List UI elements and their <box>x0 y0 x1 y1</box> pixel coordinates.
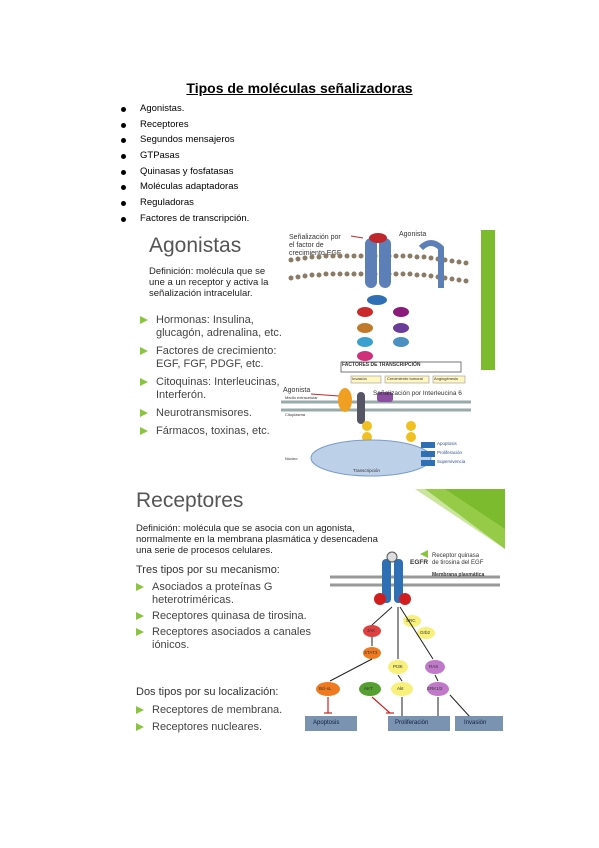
node-ras: RAS <box>429 664 439 669</box>
node-pi3k: PI3K <box>393 664 403 669</box>
green-accent-bar <box>481 230 495 370</box>
definition-line: normalmente en la membrana plasmática y … <box>136 534 378 545</box>
list-item: Fármacos, toxinas, etc. <box>140 425 282 438</box>
triangle-bullet-icon <box>136 628 144 636</box>
list-item: GTPasas <box>120 148 249 164</box>
list-item: Factores de crecimiento:EGF, FGF, PDGF, … <box>140 345 282 371</box>
triangle-bullet-icon <box>140 427 148 435</box>
outcome-proliferacion: Proliferación <box>395 720 429 726</box>
membrana-label: Membrana plasmática <box>432 572 485 578</box>
list-item: Agonistas. <box>120 101 249 117</box>
triangle-bullet-icon <box>136 723 144 731</box>
list-item: Receptores nucleares. <box>136 721 282 734</box>
agonista-label: Agonista <box>399 231 427 238</box>
node-akt: Akt <box>397 686 404 691</box>
definition-line: Definición: molécula que se <box>149 266 266 277</box>
nucleo-label: Núcleo <box>285 456 298 461</box>
list-item: Factores de transcripción. <box>120 211 249 227</box>
definition-line: Definición: molécula que se asocia con u… <box>136 523 355 534</box>
list-item: Citoquinas: Interleucinas,Interferón. <box>140 376 282 402</box>
outcome-apoptosis: Apoptosis <box>437 441 457 446</box>
green-corner-decoration <box>415 489 505 549</box>
node-grb2: Grb2 <box>420 630 431 635</box>
node-erk: ERK1/2 <box>427 686 443 691</box>
medio-label: Medio extracelular <box>285 395 318 400</box>
outcome-invasion: Invasión <box>464 720 487 726</box>
factores-label: FACTORES DE TRANSCRIPCIÓN <box>342 362 421 368</box>
mechanism-title: Tres tipos por su mecanismo: <box>136 564 280 576</box>
node-akt-green: AKT <box>364 686 373 691</box>
triangle-bullet-icon <box>136 706 144 714</box>
definition-line: une a un receptor y activa la <box>149 277 269 288</box>
box-angiogenesis: Angiogénesis <box>434 376 459 381</box>
location-title: Dos tipos por su localización: <box>136 686 279 698</box>
slide-agonistas: Agonistas Definición: molécula que se un… <box>131 230 495 481</box>
box-invasion: Invasión <box>352 376 367 381</box>
list-item: Moléculas adaptadoras <box>120 179 249 195</box>
node-bclxl: Bcl-xL <box>319 686 332 691</box>
slide-title: Receptores <box>136 489 244 512</box>
list-item: Segundos mensajeros <box>120 132 249 148</box>
list-item: Receptores <box>120 117 249 133</box>
triangle-bullet-icon <box>136 612 144 620</box>
egfr-label: EGFR <box>410 559 429 566</box>
node-src: SRC <box>406 618 416 623</box>
list-item: Hormonas: Insulina,glucagón, adrenalina,… <box>140 314 282 340</box>
outcome-proliferacion: Proliferación <box>437 450 463 455</box>
box-crecimiento: Crecimiento tumoral <box>387 376 423 381</box>
node-stat3: STAT3 <box>364 650 378 655</box>
outcome-supervivencia: Supervivencia <box>437 459 466 464</box>
definition-line: una serie de procesos celulares. <box>136 545 273 556</box>
receptor-label: Receptor quinasa de tirosina del EGF <box>432 553 484 566</box>
triangle-bullet-icon <box>136 583 144 591</box>
triangle-bullet-icon <box>140 409 148 417</box>
slide-receptores: Receptores Definición: molécula que se a… <box>130 489 505 743</box>
bullet-list: Agonistas. Receptores Segundos mensajero… <box>120 101 249 227</box>
agonist-list: Hormonas: Insulina,glucagón, adrenalina,… <box>140 314 282 438</box>
slide-title: Agonistas <box>149 234 242 257</box>
location-list: Receptores de membrana. Receptores nucle… <box>136 704 282 734</box>
receptor-pathway-diagram <box>305 550 503 731</box>
list-item: Neurotransmisores. <box>140 407 282 420</box>
il6-title: Señalización por Interleucina 6 <box>373 390 462 397</box>
triangle-bullet-icon <box>140 378 148 386</box>
transcripcion-label: Transcripción <box>353 468 380 473</box>
citoplasma-label: Citoplasma <box>285 412 306 417</box>
node-jak: JAK <box>367 628 376 633</box>
list-item: Receptores de membrana. <box>136 704 282 717</box>
slide-definition: Definición: molécula que se asocia con u… <box>136 523 378 556</box>
egf-figure-title: Señalización por el factor de crecimient… <box>289 234 342 257</box>
signaling-diagram <box>281 233 471 477</box>
agonista-label-2: Agonista <box>283 387 311 394</box>
definition-line: señalización intracelular. <box>149 288 253 299</box>
triangle-bullet-icon <box>140 316 148 324</box>
slide-definition: Definición: molécula que se une a un rec… <box>149 266 268 299</box>
list-item: Reguladoras <box>120 195 249 211</box>
list-item: Receptores quinasa de tirosina. <box>136 610 311 623</box>
page-title: Tipos de moléculas señalizadoras <box>186 80 413 96</box>
triangle-bullet-icon <box>140 347 148 355</box>
outcome-apoptosis: Apoptosis <box>313 720 340 726</box>
list-item: Quinasas y fosfatasas <box>120 164 249 180</box>
